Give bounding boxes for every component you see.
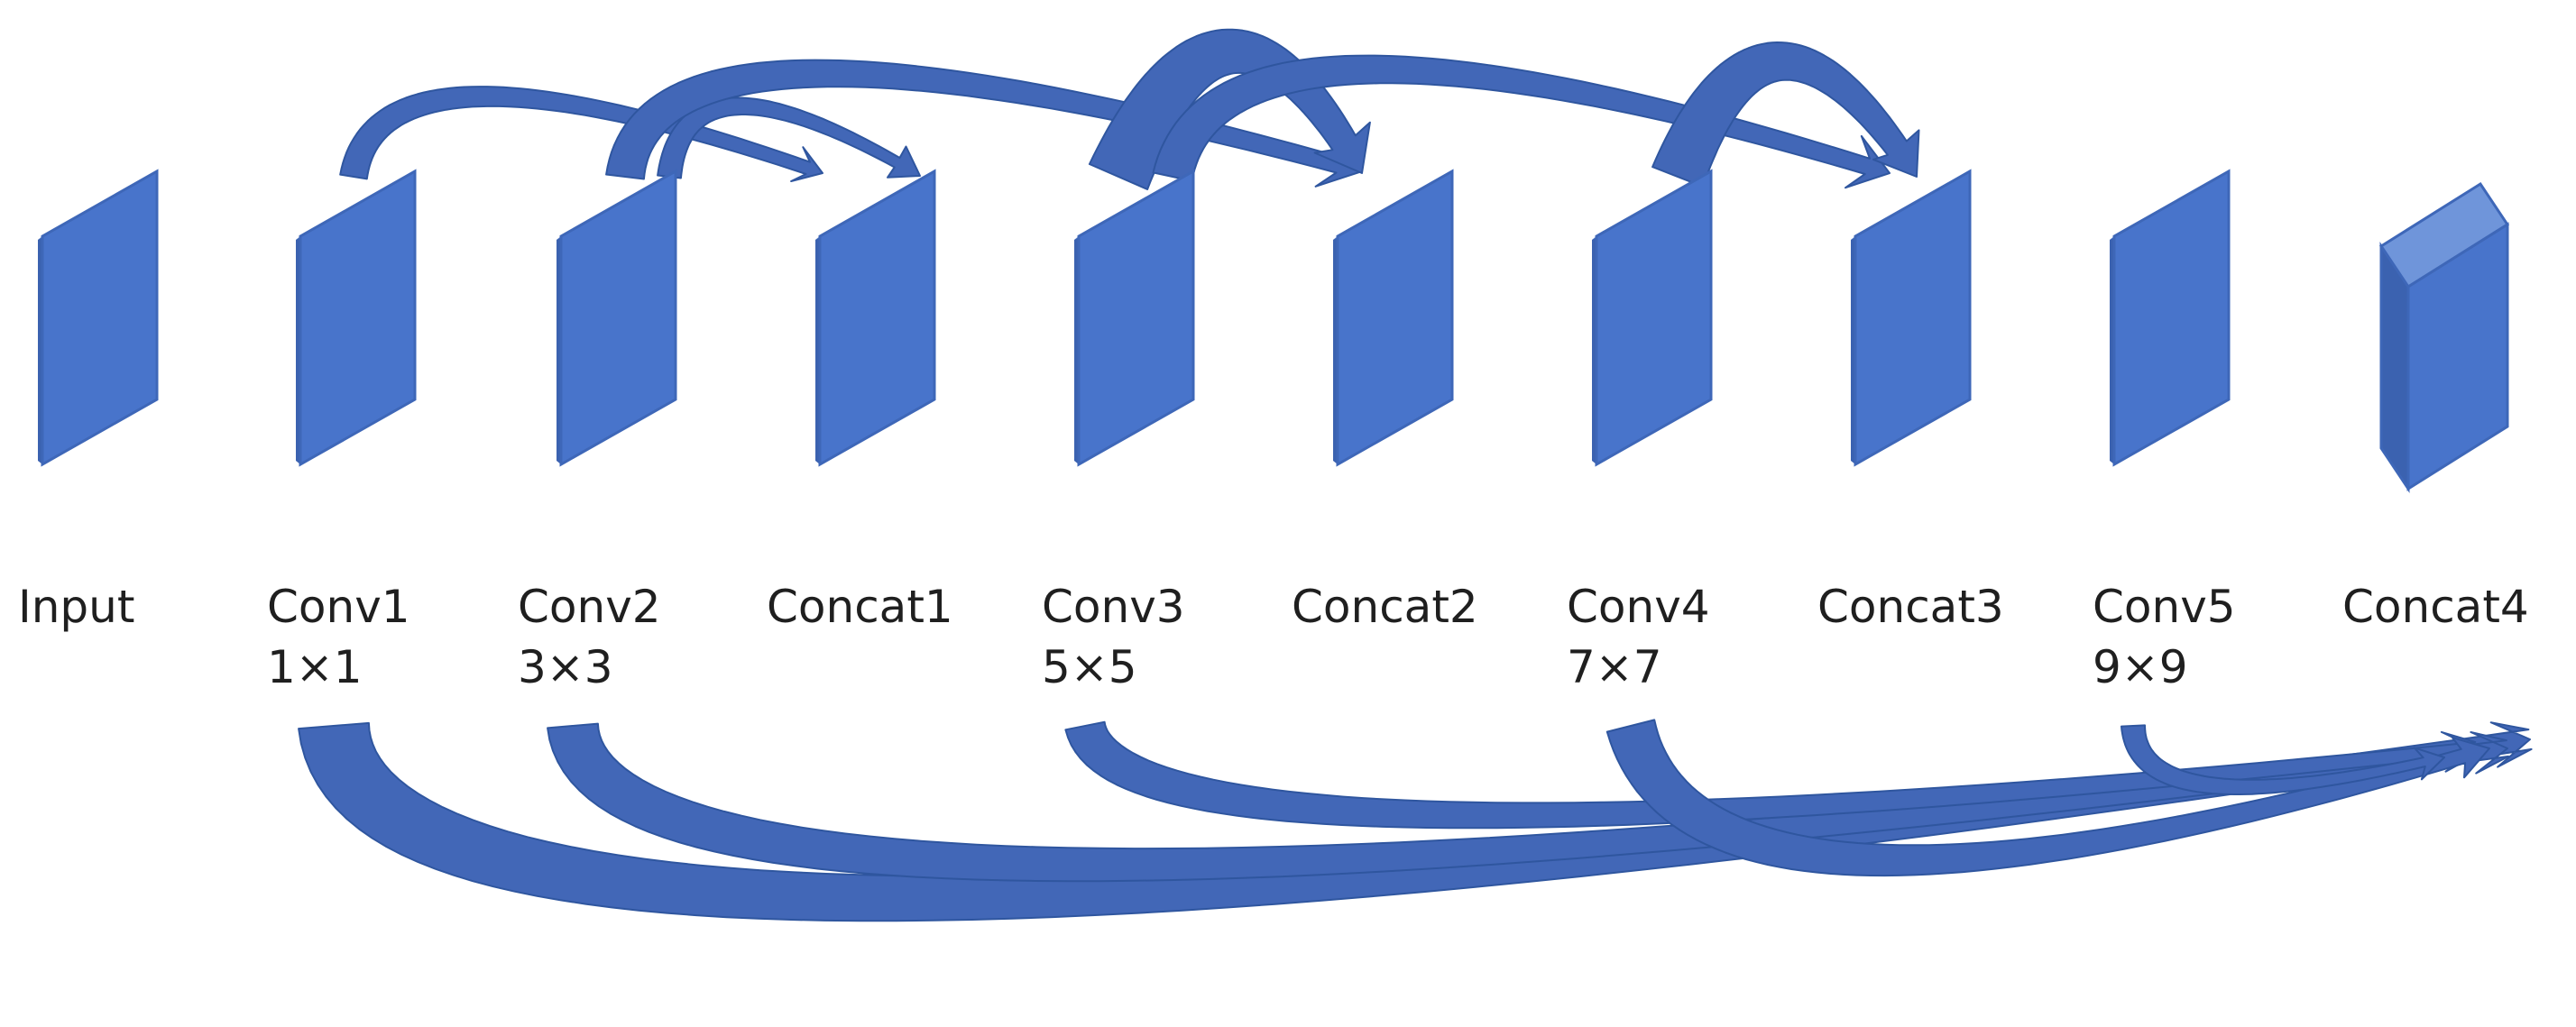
layer-kernel-conv5: 9×9 <box>2093 641 2188 693</box>
connection-arrows <box>298 28 2533 922</box>
arrow-conv5-concat4 <box>2121 724 2445 795</box>
arrow-conv3-concat3 <box>1152 54 1891 189</box>
layer-blocks <box>38 169 2510 493</box>
arrow-conv1-concat1 <box>339 86 823 182</box>
layer-block-concat4 <box>2378 181 2510 493</box>
layer-block-conv5 <box>2110 169 2231 467</box>
arrow-conv2-concat4 <box>547 722 2510 883</box>
layer-labels: Input Conv1 1×1 Conv2 3×3 Concat1 Conv3 … <box>18 581 2529 693</box>
layer-label-conv1: Conv1 <box>267 581 410 633</box>
layer-block-concat3 <box>1851 169 1972 467</box>
layer-label-conv3: Conv3 <box>1042 581 1185 633</box>
layer-label-input: Input <box>18 581 134 633</box>
arrow-conv1-concat4 <box>298 721 2533 922</box>
layer-block-input <box>38 169 159 467</box>
layer-kernel-conv3: 5×5 <box>1042 641 1137 693</box>
layer-label-conv4: Conv4 <box>1567 581 1710 633</box>
layer-label-conv5: Conv5 <box>2093 581 2236 633</box>
layer-label-concat1: Concat1 <box>767 581 953 633</box>
layer-label-conv2: Conv2 <box>518 581 661 633</box>
layer-block-concat2 <box>1333 169 1454 467</box>
layer-block-conv4 <box>1592 169 1713 467</box>
layer-block-conv3 <box>1074 169 1195 467</box>
layer-kernel-conv2: 3×3 <box>518 641 613 693</box>
layer-block-conv1 <box>296 169 417 467</box>
layer-label-concat2: Concat2 <box>1292 581 1478 633</box>
layer-block-conv2 <box>557 169 677 467</box>
arrow-conv4-concat4 <box>1605 719 2490 877</box>
layer-block-concat1 <box>815 169 936 467</box>
layer-kernel-conv1: 1×1 <box>267 641 363 693</box>
layer-label-concat3: Concat3 <box>1817 581 2004 633</box>
arrow-conv4-concat3 <box>1651 41 1920 188</box>
layer-label-concat4: Concat4 <box>2342 581 2529 633</box>
layer-kernel-conv4: 7×7 <box>1567 641 1662 693</box>
